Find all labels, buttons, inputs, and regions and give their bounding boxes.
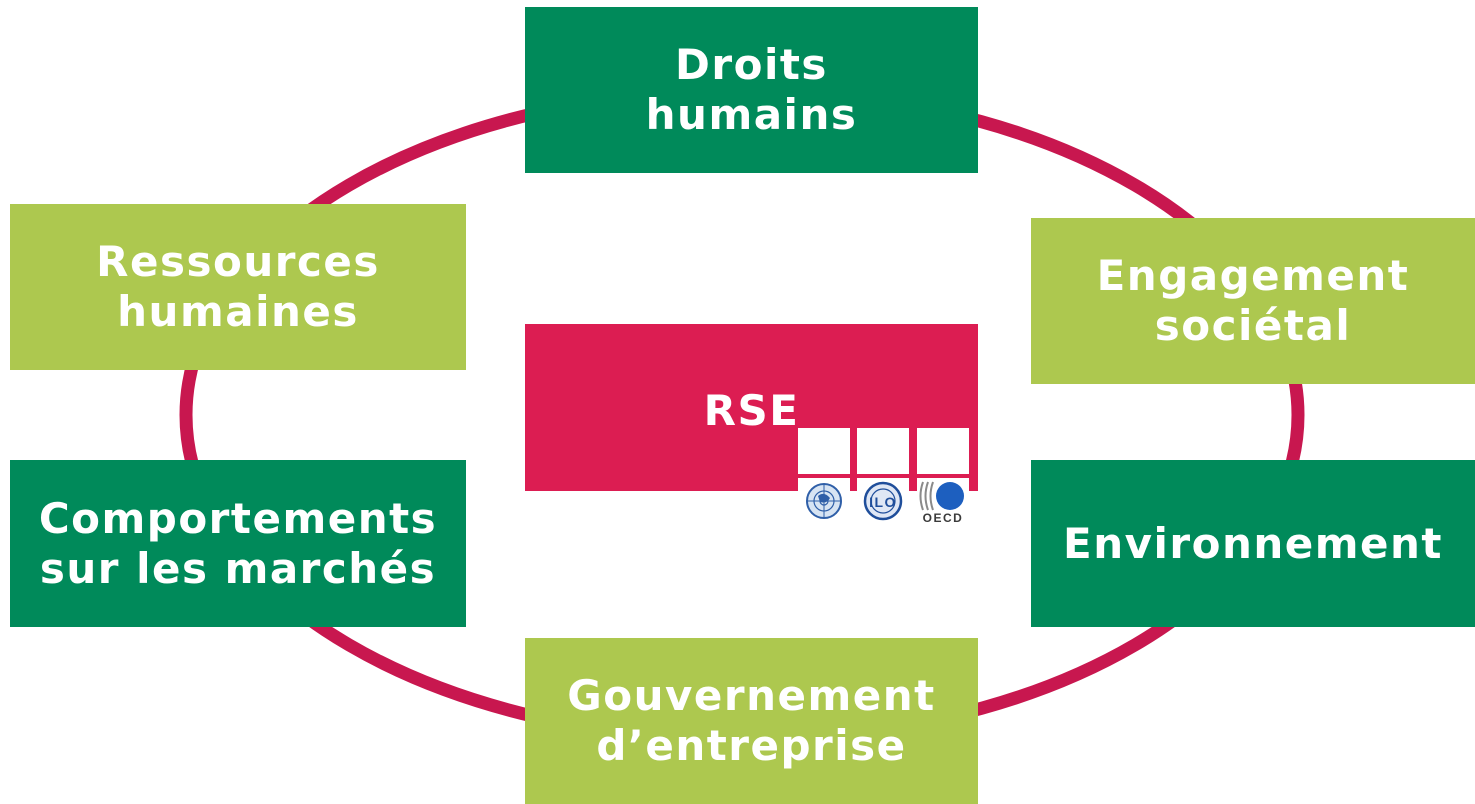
svg-text:OECD: OECD — [923, 511, 964, 524]
ilo-logo-icon: ILO — [857, 428, 909, 524]
center-rse-box: RSE ILO OECD — [525, 324, 978, 524]
theme-comportements-marches: Comportements sur les marchés — [10, 460, 466, 627]
theme-environnement: Environnement — [1031, 460, 1475, 627]
oecd-logo-icon: OECD — [917, 428, 969, 524]
un-logo-icon — [798, 428, 850, 524]
theme-ressources-humaines: Ressources humaines — [10, 204, 466, 370]
center-rse-label: RSE — [703, 386, 800, 435]
theme-droits-humains: Droits humains — [525, 7, 978, 173]
theme-gouvernement-entreprise: Gouvernement d’entreprise — [525, 638, 978, 804]
svg-text:ILO: ILO — [869, 494, 897, 510]
theme-engagement-societal: Engagement sociétal — [1031, 218, 1475, 384]
